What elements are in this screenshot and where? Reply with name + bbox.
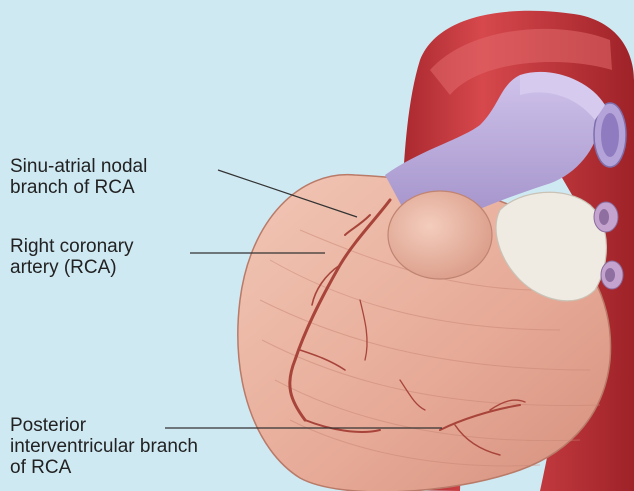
label-posterior-interventricular-branch: Posterior interventricular branch of RCA <box>10 415 198 478</box>
right-atrium <box>388 191 492 279</box>
label-right-coronary-artery: Right coronary artery (RCA) <box>10 236 134 278</box>
label-sinu-atrial-nodal-branch: Sinu-atrial nodal branch of RCA <box>10 156 147 198</box>
